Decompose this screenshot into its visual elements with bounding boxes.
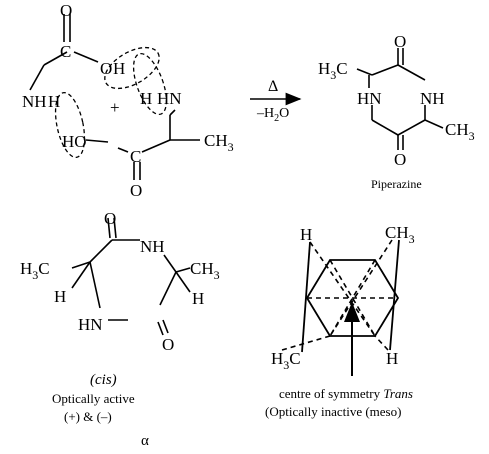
cis-ch3: CH3 <box>190 259 220 282</box>
piperazine-ch3: CH3 <box>445 120 475 143</box>
glycine-carbon: C <box>60 42 71 61</box>
trans-isomer-molecule: H CH3 H3C H <box>271 223 415 376</box>
cis-h-left: H <box>54 287 66 306</box>
piperazine-o-top: O <box>394 32 406 51</box>
cis-label: (cis) <box>90 372 117 388</box>
trans-label: Trans <box>383 386 413 401</box>
centre-of-symmetry-label: centre of symmetry <box>279 386 381 401</box>
elimination-ellipse-3 <box>54 91 86 159</box>
cis-h-right: H <box>192 289 204 308</box>
alanine-methyl: CH3 <box>204 131 234 154</box>
glycine-molecule: O C O H NH H <box>22 1 125 111</box>
cis-h3c: H3C <box>20 259 50 282</box>
glycine-amine: NH <box>22 92 47 111</box>
cis-o-top: O <box>104 209 116 228</box>
glycine-bonds <box>29 14 99 91</box>
trans-caption-line-1: centre of symmetry Trans <box>279 386 413 402</box>
piperazine-hn: HN <box>357 89 382 108</box>
arrow-heat-label: Δ <box>268 78 278 95</box>
alanine-molecule: HO C O H HN CH3 <box>62 89 234 200</box>
alanine-carbonyl-o: O <box>130 181 142 200</box>
elimination-ellipse-2 <box>132 52 168 116</box>
alanine-amine: HN <box>157 89 182 108</box>
alanine-bonds <box>85 109 200 180</box>
piperazine-molecule: O O H3C HN NH CH3 <box>318 32 475 169</box>
plus-sign: + <box>110 98 120 117</box>
cis-line-2: (+) & (–) <box>64 409 112 424</box>
piperazine-o-bottom: O <box>394 150 406 169</box>
water-elimination-ellipses <box>54 46 168 159</box>
piperazine-nh: NH <box>420 89 445 108</box>
cis-isomer-molecule: H3C H NH HN CH3 H O O <box>20 209 220 354</box>
cis-bonds <box>71 217 191 336</box>
cis-o-bottom: O <box>162 335 174 354</box>
trans-vertical-bonds <box>301 239 400 353</box>
piperazine-label: Piperazine <box>371 177 422 191</box>
cis-hn-bottom: HN <box>78 315 103 334</box>
alanine-amine-h: H <box>140 89 152 108</box>
trans-centre-lines <box>281 239 398 351</box>
alanine-carbon: C <box>130 147 141 166</box>
cis-nh-top: NH <box>140 237 165 256</box>
piperazine-h3c: H3C <box>318 59 348 82</box>
alpha-symbol: α <box>141 433 149 449</box>
glycine-amine-h: H <box>48 92 60 111</box>
trans-h-top: H <box>300 225 312 244</box>
reaction-arrow: Δ –H2O <box>250 78 302 124</box>
trans-ch3: CH3 <box>385 223 415 246</box>
arrow-water-label: –H2O <box>256 106 289 124</box>
trans-caption-line-2: (Optically inactive (meso) <box>265 404 402 419</box>
cis-line-1: Optically active <box>52 391 135 406</box>
piperazine-bonds <box>356 48 444 150</box>
glycine-hydroxyl-h: H <box>113 59 125 78</box>
trans-h-bottom: H <box>386 349 398 368</box>
alanine-hydroxyl: HO <box>62 132 87 151</box>
trans-h3c: H3C <box>271 349 301 372</box>
glycine-hydroxyl-o: O <box>100 59 112 78</box>
glycine-carbonyl-o: O <box>60 1 72 20</box>
elimination-ellipse-1 <box>104 46 160 90</box>
